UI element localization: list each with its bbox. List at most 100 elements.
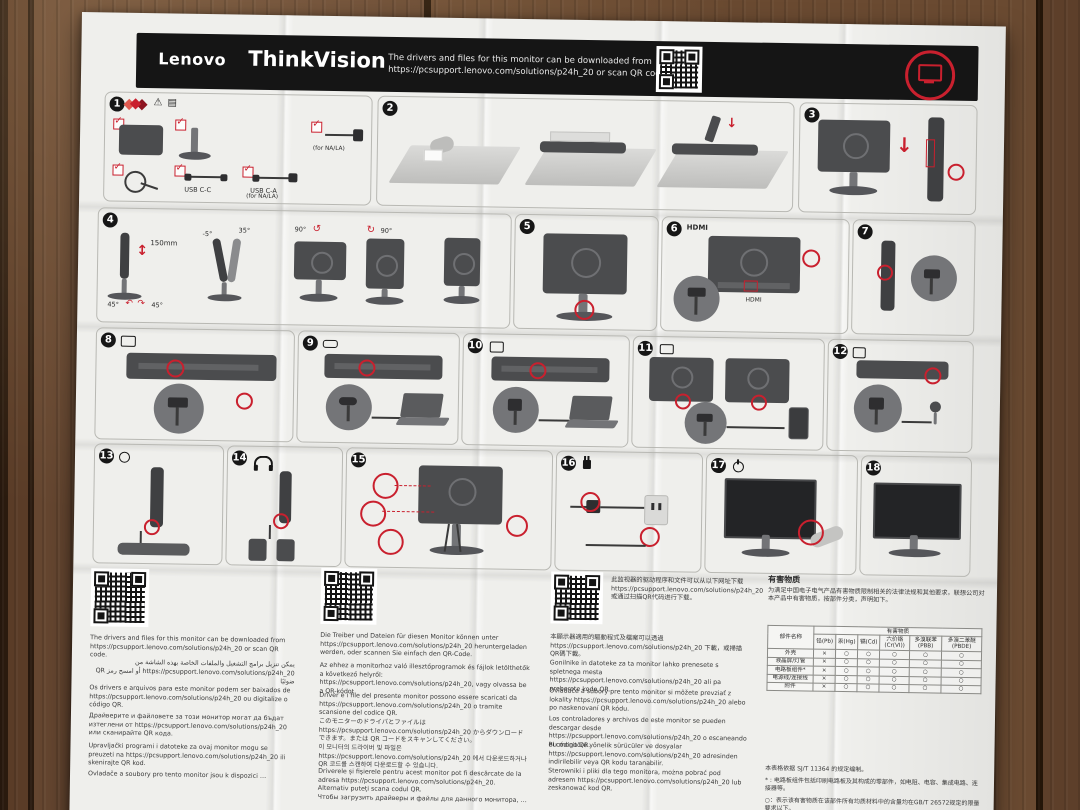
detail-ring: [235, 392, 254, 410]
protective-pad: [550, 131, 611, 143]
step-number: 2: [382, 100, 398, 116]
usb-c-icon: [322, 339, 338, 349]
hazard-intro: 为满足中国电子电气产品有害物质限制相关的法律法规和其他要求，联想公司对本产品中有…: [767, 586, 985, 605]
outlet-slot: [651, 503, 655, 511]
usb-cable: [703, 421, 707, 436]
port-highlight-ring: [924, 367, 942, 385]
hazard-substance-table: 部件名称 有害物质 铅(Pb) 汞(Hg) 镉(Cd) 六价铬(Cr(VI)) …: [766, 624, 983, 695]
stand-mount-ring: [310, 251, 334, 274]
download-text-cs: Ovladače a soubory pro tento monitor jso…: [87, 770, 267, 780]
hole-detail-ring: [505, 514, 529, 538]
jack-highlight-ring: [272, 513, 290, 530]
cable-to-device: [901, 420, 932, 424]
download-text-pl: Sterowniki i pliki dla tego monitora, mo…: [547, 767, 742, 793]
monitor-front: [872, 482, 962, 540]
swivel-arc-icon: ↷: [137, 298, 146, 310]
monitor-rear: [817, 119, 891, 173]
hdmi-cable: [694, 296, 698, 315]
mark: ○: [856, 683, 880, 693]
dp-connector: [167, 397, 188, 408]
connector-zoom: [853, 384, 903, 433]
connector-zoom: [492, 386, 540, 434]
step-number: 11: [637, 340, 653, 357]
monitor-rear: [418, 465, 503, 525]
step-number: 9: [302, 335, 318, 351]
connector-zoom: [673, 275, 720, 323]
swivel-right-label: 45°: [151, 301, 163, 310]
step-number: 18: [865, 460, 882, 476]
substance-header: 多溴联苯(PBB): [909, 636, 942, 652]
monitor-glyph-stand: [923, 80, 935, 83]
callout-line: [394, 484, 431, 487]
download-text-ar: يمكن تنزيل برامج التشغيل والملفات الخاصة…: [95, 658, 295, 686]
step-17-panel: 17: [704, 452, 859, 576]
step-12-panel: 12: [826, 338, 974, 454]
hdmi-port-label: HDMI: [745, 296, 762, 304]
download-text-pt: Os drivers e arquivos para este monitor …: [89, 684, 291, 709]
stand-being-attached: [704, 115, 722, 143]
usb-cc-label: USB C-C: [184, 185, 212, 195]
qr-finder: [323, 605, 339, 622]
usb-a-connector: [288, 173, 298, 183]
mark: ×: [813, 657, 836, 667]
detail-ring: [802, 249, 821, 268]
pivot-left-label: 90°: [294, 225, 307, 234]
table-surface: [656, 149, 789, 189]
port-highlight-ring: [674, 393, 692, 410]
step-number: 5: [519, 218, 535, 235]
download-text-zh-cn: 此监视器的驱动程序和文件可以从以下网址下载 https://pcsupport.…: [610, 576, 764, 602]
download-qr-code: [90, 568, 150, 628]
usb-c-connector: [338, 397, 357, 406]
step-number: 4: [102, 212, 118, 228]
qr-finder: [130, 571, 147, 588]
substance-header: 铅(Pb): [813, 634, 836, 650]
tilt-min-label: -5°: [202, 229, 213, 239]
monitor-side-view: [119, 232, 130, 279]
step-6-panel: 6 HDMI HDMI: [660, 216, 850, 335]
stand-base: [443, 295, 480, 305]
qr-finder: [324, 570, 340, 587]
step-number: 10: [467, 338, 483, 354]
step-8-panel: 8: [94, 327, 296, 443]
phone-device: [788, 407, 809, 440]
part-name: 附件: [766, 682, 814, 692]
header-download-line2: https://pcsupport.lenovo.com/solutions/p…: [388, 64, 666, 80]
laptop-base: [564, 419, 619, 429]
stand-base: [207, 294, 242, 302]
substance-header: 镉(Cd): [857, 635, 880, 651]
qr-finder: [93, 571, 110, 587]
mark: ○: [878, 684, 910, 693]
step-13-panel: 13: [92, 443, 225, 566]
step-5-panel: 5: [513, 213, 659, 332]
monitor-tilted-back: [211, 237, 229, 283]
soundbar-device: [117, 542, 190, 556]
usb-c-connector: [220, 173, 228, 181]
audio-cable: [268, 525, 271, 540]
port-row: [501, 365, 598, 374]
webcam-stalk: [933, 412, 937, 425]
step-number: 17: [710, 457, 727, 474]
hazard-note-2: * : 电路板组件包括印刷电路板及其构成的零部件，如电阻、电容、集成电路、连接器…: [764, 776, 978, 793]
stand-base: [365, 296, 404, 306]
step-number: 14: [231, 450, 248, 466]
monitor-rear: [542, 233, 628, 295]
mark: ○: [940, 685, 982, 695]
package-contents-icon: [129, 98, 142, 110]
step-number: 16: [560, 455, 577, 471]
usb-downstream-icon: [659, 344, 674, 355]
stand-mount-ring: [671, 366, 694, 389]
step-2-panel: 2 ↓: [375, 95, 795, 213]
warning-icon: ⚠: [153, 97, 163, 109]
thinkvision-logo: ThinkVision: [248, 46, 387, 73]
checkbox-checked-icon: [112, 164, 124, 176]
step-number: 12: [832, 343, 848, 360]
stand-base: [888, 548, 941, 558]
mark: ×: [813, 666, 836, 675]
monitor-face-down: [539, 141, 627, 154]
stand-mount-ring: [842, 132, 870, 160]
usb-cable: [929, 278, 933, 295]
power-cord-region-label: (for NA/LA): [312, 145, 345, 153]
hdmi-connector: [687, 287, 706, 297]
power-plug: [353, 129, 364, 142]
audio-jack-icon: [118, 451, 131, 463]
